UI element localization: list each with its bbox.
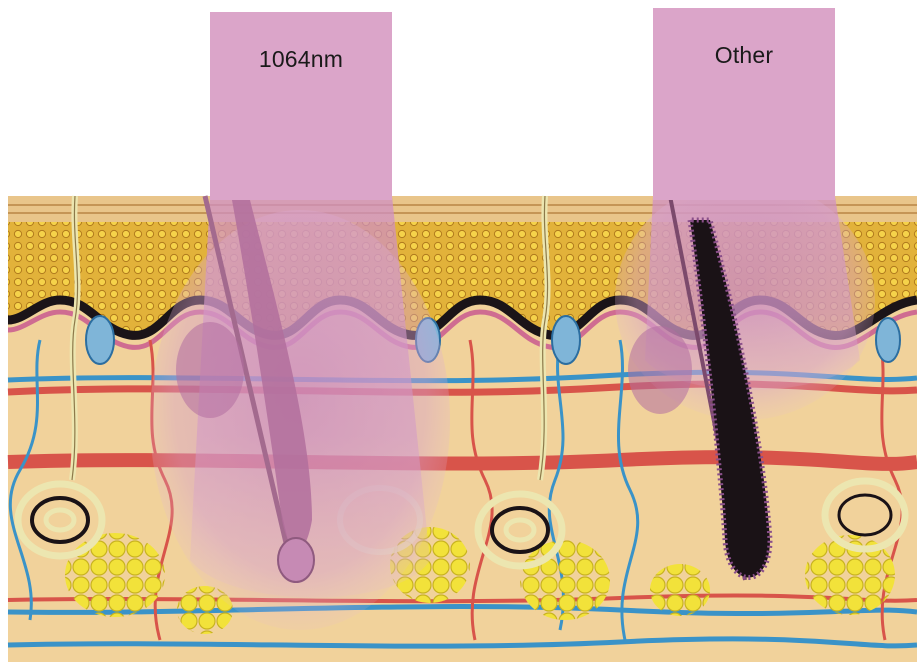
label-other-text: Other bbox=[715, 42, 774, 69]
label-1064nm-text: 1064nm bbox=[259, 46, 343, 73]
label-1064nm: 1064nm bbox=[210, 12, 392, 200]
label-other: Other bbox=[653, 8, 835, 200]
